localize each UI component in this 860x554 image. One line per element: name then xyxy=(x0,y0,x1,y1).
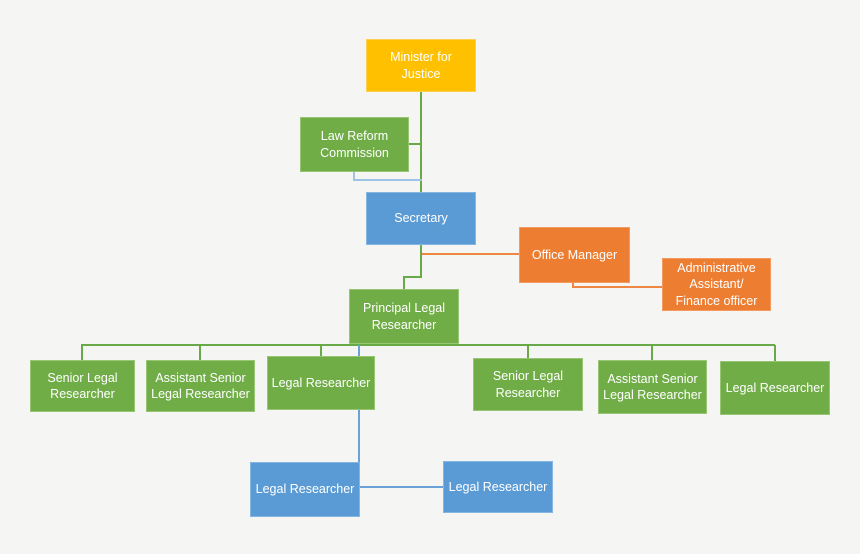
node-principal-legal-researcher: Principal Legal Researcher xyxy=(349,289,459,344)
connector-children-bus xyxy=(81,344,775,346)
connector-lawreform-elbow-h xyxy=(353,179,422,181)
connector-lawreform-elbow-v xyxy=(353,172,355,181)
connector-secretary-down xyxy=(420,245,422,278)
node-legal-researcher-left: Legal Researcher xyxy=(267,356,375,410)
connector-drop-assistant-right xyxy=(651,345,653,360)
connector-admin-elbow-v xyxy=(572,283,574,288)
connector-drop-assistant-left xyxy=(199,345,201,360)
node-assistant-senior-right: Assistant Senior Legal Researcher xyxy=(598,360,707,414)
connector-minister-secretary xyxy=(420,92,422,192)
node-legal-researcher-bottom-left: Legal Researcher xyxy=(250,462,360,517)
connector-blue-horizontal xyxy=(360,486,443,488)
node-senior-legal-researcher-right: Senior Legal Researcher xyxy=(473,358,583,411)
node-admin-assistant-finance: Administrative Assistant/ Finance office… xyxy=(662,258,771,311)
node-law-reform-commission: Law Reform Commission xyxy=(300,117,409,172)
connector-secretary-jog-v xyxy=(403,276,405,290)
connector-drop-senior-right xyxy=(527,345,529,358)
connector-lawreform-stub xyxy=(408,143,421,145)
node-senior-legal-researcher-left: Senior Legal Researcher xyxy=(30,360,135,412)
node-secretary: Secretary xyxy=(366,192,476,245)
connector-office-manager xyxy=(422,253,519,255)
connector-admin-elbow-h xyxy=(572,286,662,288)
connector-secretary-jog-h xyxy=(403,276,422,278)
node-assistant-senior-left: Assistant Senior Legal Researcher xyxy=(146,360,255,412)
node-minister-for-justice: Minister for Justice xyxy=(366,39,476,92)
node-office-manager: Office Manager xyxy=(519,227,630,283)
connector-drop-senior-left xyxy=(81,345,83,360)
connector-drop-researcher-right xyxy=(774,345,776,361)
node-legal-researcher-bottom-right: Legal Researcher xyxy=(443,461,553,513)
connector-drop-researcher-left xyxy=(320,345,322,356)
node-legal-researcher-right: Legal Researcher xyxy=(720,361,830,415)
